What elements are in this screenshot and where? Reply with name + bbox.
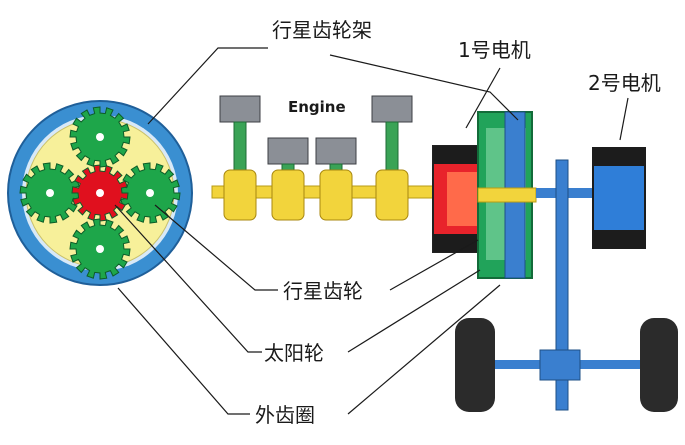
wheel-left <box>455 318 495 412</box>
planet-gear-3-hub <box>96 245 104 253</box>
motor2-core-top <box>593 148 645 166</box>
leader-carrier-left <box>147 47 268 125</box>
sun-gear <box>71 164 129 222</box>
leader-lines <box>114 47 629 415</box>
axle-wheels-icon <box>455 318 678 412</box>
label-ring-gear: 外齿圈 <box>255 403 315 427</box>
leader-planet-right <box>389 239 479 291</box>
label-carrier: 行星齿轮架 <box>272 18 372 42</box>
label-sun-gear: 太阳轮 <box>264 341 324 365</box>
motor1-core-bottom <box>433 234 481 252</box>
leader-motor2 <box>619 97 629 141</box>
leader-planet-left <box>154 204 278 291</box>
engine-icon: Engine <box>211 95 443 221</box>
differential <box>539 349 581 381</box>
piston-3 <box>315 137 357 165</box>
planet-gear-1-hub <box>96 133 104 141</box>
piston-1 <box>219 95 261 123</box>
piston-2 <box>267 137 309 165</box>
planetary-gearset-icon <box>7 100 193 286</box>
crank-web-2 <box>271 169 305 221</box>
motor1-core-top <box>433 146 481 164</box>
leader-sun-left <box>114 204 262 353</box>
label-planet-gear: 行星齿轮 <box>283 279 363 303</box>
engine-label: Engine <box>288 98 346 116</box>
engine-cylinders <box>219 95 413 221</box>
piston-4 <box>371 95 413 123</box>
motor2-icon <box>592 147 646 249</box>
leader-motor1 <box>465 67 501 129</box>
label-motor2: 2号电机 <box>588 71 661 95</box>
motor2-core-bottom <box>593 230 645 248</box>
input-shaft <box>477 187 537 203</box>
drive-chain <box>555 159 569 411</box>
leader-sun-right <box>347 269 481 353</box>
wheel-right <box>640 318 678 412</box>
leader-ring-right <box>347 284 501 415</box>
motor1-icon <box>432 111 537 279</box>
crank-web-3 <box>319 169 353 221</box>
leader-carrier-right <box>329 54 519 121</box>
crank-web-1 <box>223 169 257 221</box>
planet-gears <box>19 106 181 280</box>
leader-ring-left <box>117 287 250 415</box>
crank-web-4 <box>375 169 409 221</box>
planet-gear-2-hub <box>146 189 154 197</box>
label-motor1: 1号电机 <box>458 38 531 62</box>
planet-gear-4-hub <box>46 189 54 197</box>
sun-gear-body-hub <box>96 189 104 197</box>
